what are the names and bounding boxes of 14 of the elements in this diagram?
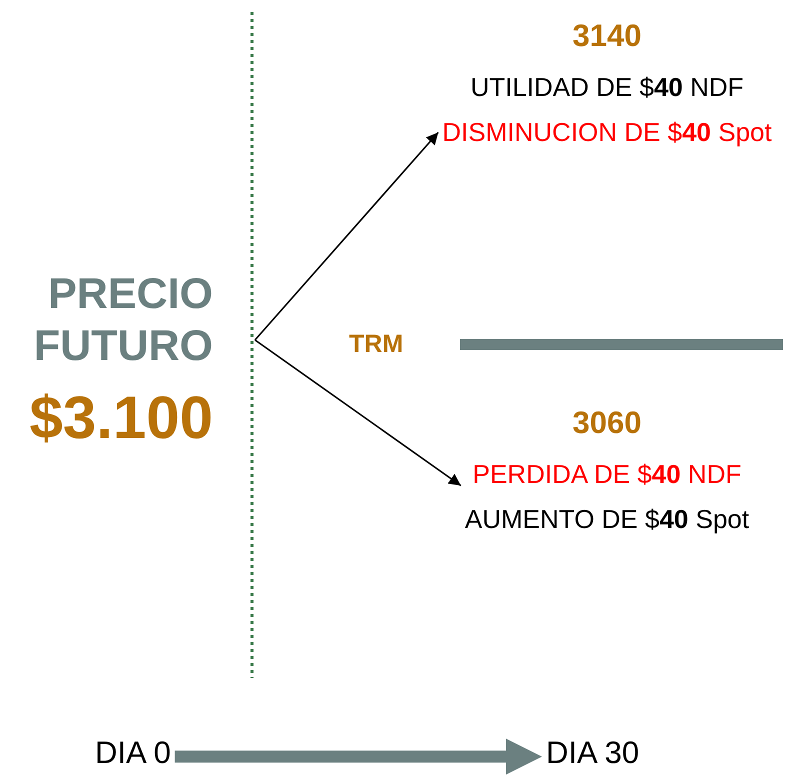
day-label: DIA 0 <box>95 735 171 771</box>
result-text: DISMINUCION DE $40 Spot <box>442 117 772 148</box>
rate-label: TRM <box>349 330 404 358</box>
day-label: DIA 30 <box>546 735 640 771</box>
heading-text: PRECIO FUTURO <box>34 270 213 370</box>
price-value: $3.100 <box>29 384 213 451</box>
result-text: PERDIDA DE $40 NDF <box>472 459 742 490</box>
arrow <box>254 132 439 341</box>
rate-value: 3060 <box>572 405 642 441</box>
rate-value: 3140 <box>572 18 642 54</box>
arrow <box>174 738 542 775</box>
result-text: AUMENTO DE $40 Spot <box>464 504 750 535</box>
result-text: UTILIDAD DE $40 NDF <box>470 72 744 103</box>
arrow <box>254 339 462 486</box>
